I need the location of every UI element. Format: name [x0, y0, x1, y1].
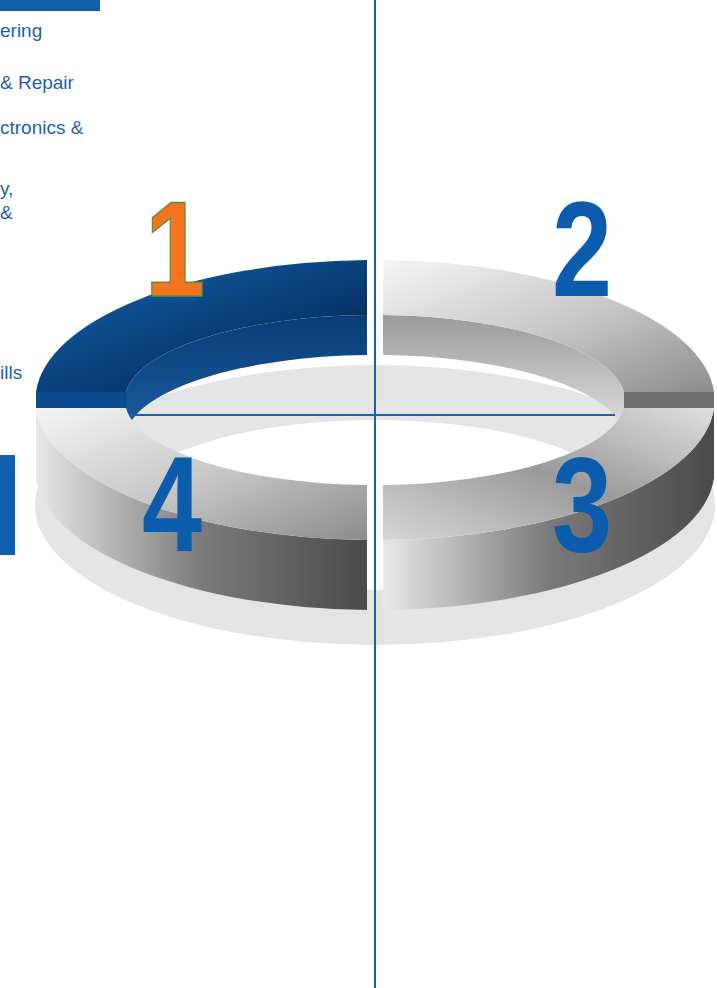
list-item: ills	[0, 362, 22, 384]
ring-segment	[383, 408, 714, 540]
callout-number: 4	[142, 437, 202, 572]
ring-end	[624, 392, 714, 408]
side-bar	[0, 455, 15, 555]
header-bar	[0, 0, 100, 11]
callout-number: 2	[552, 182, 612, 317]
list-item: ctronics &	[0, 117, 83, 139]
list-item: & Repair	[0, 72, 74, 94]
list-item: &	[0, 202, 13, 224]
callout-number: 3	[552, 437, 612, 572]
vertical-divider	[374, 0, 376, 988]
ring-side	[383, 408, 714, 610]
list-item: ering	[0, 20, 42, 42]
horizontal-divider	[130, 414, 615, 416]
ring-end	[36, 392, 126, 408]
list-item: y,	[0, 178, 13, 200]
ring-side	[36, 408, 367, 610]
callout-number: 1	[145, 182, 205, 317]
ring-segment	[383, 260, 714, 392]
